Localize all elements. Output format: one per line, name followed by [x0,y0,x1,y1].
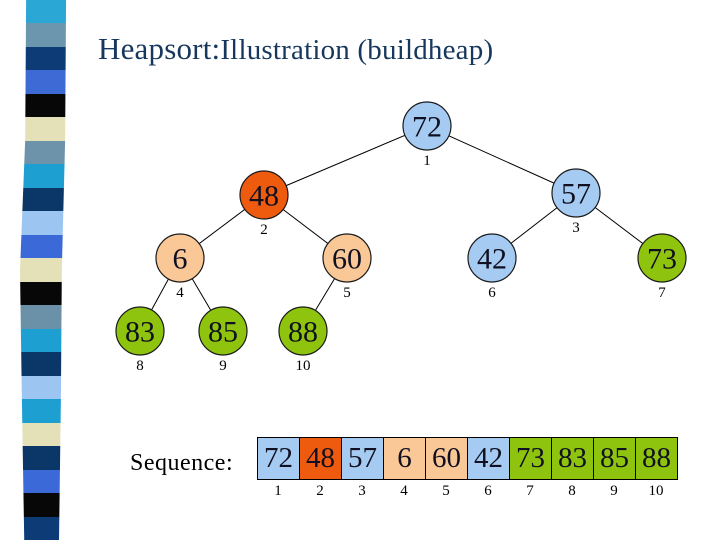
tree-node-index: 4 [176,285,184,301]
strip-block [20,281,67,306]
tree-node-value: 72 [412,111,442,144]
sequence-cell: 48 [299,437,342,480]
tree-node-circle [551,168,601,218]
strip-block [20,211,67,235]
tree-node-index: 5 [343,285,351,301]
tree-node-index: 2 [260,222,268,238]
tree-node-index: 6 [488,285,496,301]
sequence-cell: 60 [425,437,468,480]
sequence-cell-index: 6 [484,483,492,499]
strip-block [20,493,67,517]
sequence-cell: 88 [635,437,678,480]
sequence-cell: 42 [467,437,510,480]
strip-block [20,23,67,47]
sequence-cell-index: 8 [568,483,576,499]
tree-edge [263,125,428,196]
sequence-cell: 57 [341,437,384,480]
tree-node-index: 10 [296,358,311,374]
slide-title: Heapsort:Illustration (buildheap) [98,30,493,67]
sequence-cell: 85 [593,437,636,480]
sequence-label: Sequence: [130,450,234,476]
sequence-cell: 6 [383,437,426,480]
tree-node-circle [402,101,452,151]
tree-node-circle [239,170,289,220]
strip-block [20,258,67,282]
sequence-cell-index: 1 [274,483,282,499]
strip-block [20,0,67,24]
tree-node-value: 6 [173,243,188,276]
tree-node-circle [322,233,372,283]
strip-block [20,305,67,329]
tree-edge [426,125,577,194]
sequence-indices: 1 2 3 4 5 6 7 8 9 10 [257,483,677,500]
tree-node-index: 7 [658,285,666,301]
tree-node-circle [637,233,687,283]
strip-block [20,93,67,118]
tree-node-value: 85 [208,316,238,349]
sequence-cell-index: 2 [316,483,324,499]
strip-block [20,352,67,376]
tree-node-value: 48 [249,180,279,213]
sequence-cell-index: 9 [610,483,618,499]
sequence-cell-index: 7 [526,483,534,499]
sequence-cell-index: 4 [400,483,408,499]
strip-block [20,446,67,470]
strip-block [20,234,67,259]
strip-block [20,516,67,540]
tree-node-index: 1 [423,153,431,169]
tree-node-circle [115,306,165,356]
tree-node-value: 57 [561,178,591,211]
strip-block [20,187,67,212]
tree-node-value: 83 [125,316,155,349]
sequence-cell-index: 5 [442,483,450,499]
tree-node-index: 3 [572,220,580,236]
tree-node-value: 73 [647,243,677,276]
sequence-cell: 72 [257,437,300,480]
tree-node-circle [467,233,517,283]
sequence-cell: 83 [551,437,594,480]
title-topic: Heapsort: [98,31,221,66]
strip-block [20,399,67,423]
decorative-side-strip [20,0,67,540]
strip-block [20,328,67,353]
tree-node-index: 8 [136,358,144,374]
strip-block [20,117,67,141]
tree-node-value: 88 [288,316,318,349]
sequence-cell-index: 3 [358,483,366,499]
strip-block [20,469,67,494]
tree-node-circle [155,233,205,283]
tree-node-value: 60 [332,243,362,276]
tree-node-value: 42 [477,243,507,276]
tree-node-circle [198,306,248,356]
strip-block [20,140,67,165]
tree-node-index: 9 [219,358,227,374]
sequence-cell: 73 [509,437,552,480]
sequence-cell-index: 10 [648,483,664,499]
strip-block [20,70,67,94]
tree-node-circle [278,306,328,356]
strip-block [20,46,67,71]
strip-block [20,375,67,400]
strip-block [20,164,67,188]
title-subtitle: Illustration (buildheap) [220,34,494,66]
strip-block [20,422,67,447]
